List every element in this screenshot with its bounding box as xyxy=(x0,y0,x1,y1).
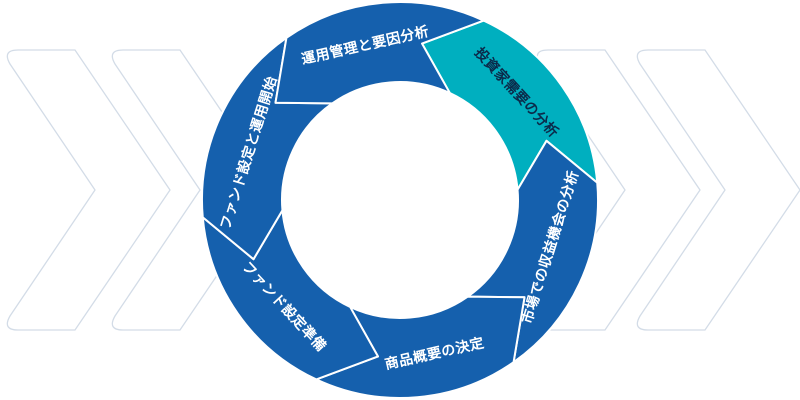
cycle-segments xyxy=(201,1,599,399)
background-chevrons xyxy=(6,49,800,331)
background-chevron-1 xyxy=(6,49,171,331)
cycle-segment-6 xyxy=(274,1,485,105)
background-chevron-4 xyxy=(636,49,800,331)
background-chevron-2 xyxy=(111,49,276,331)
